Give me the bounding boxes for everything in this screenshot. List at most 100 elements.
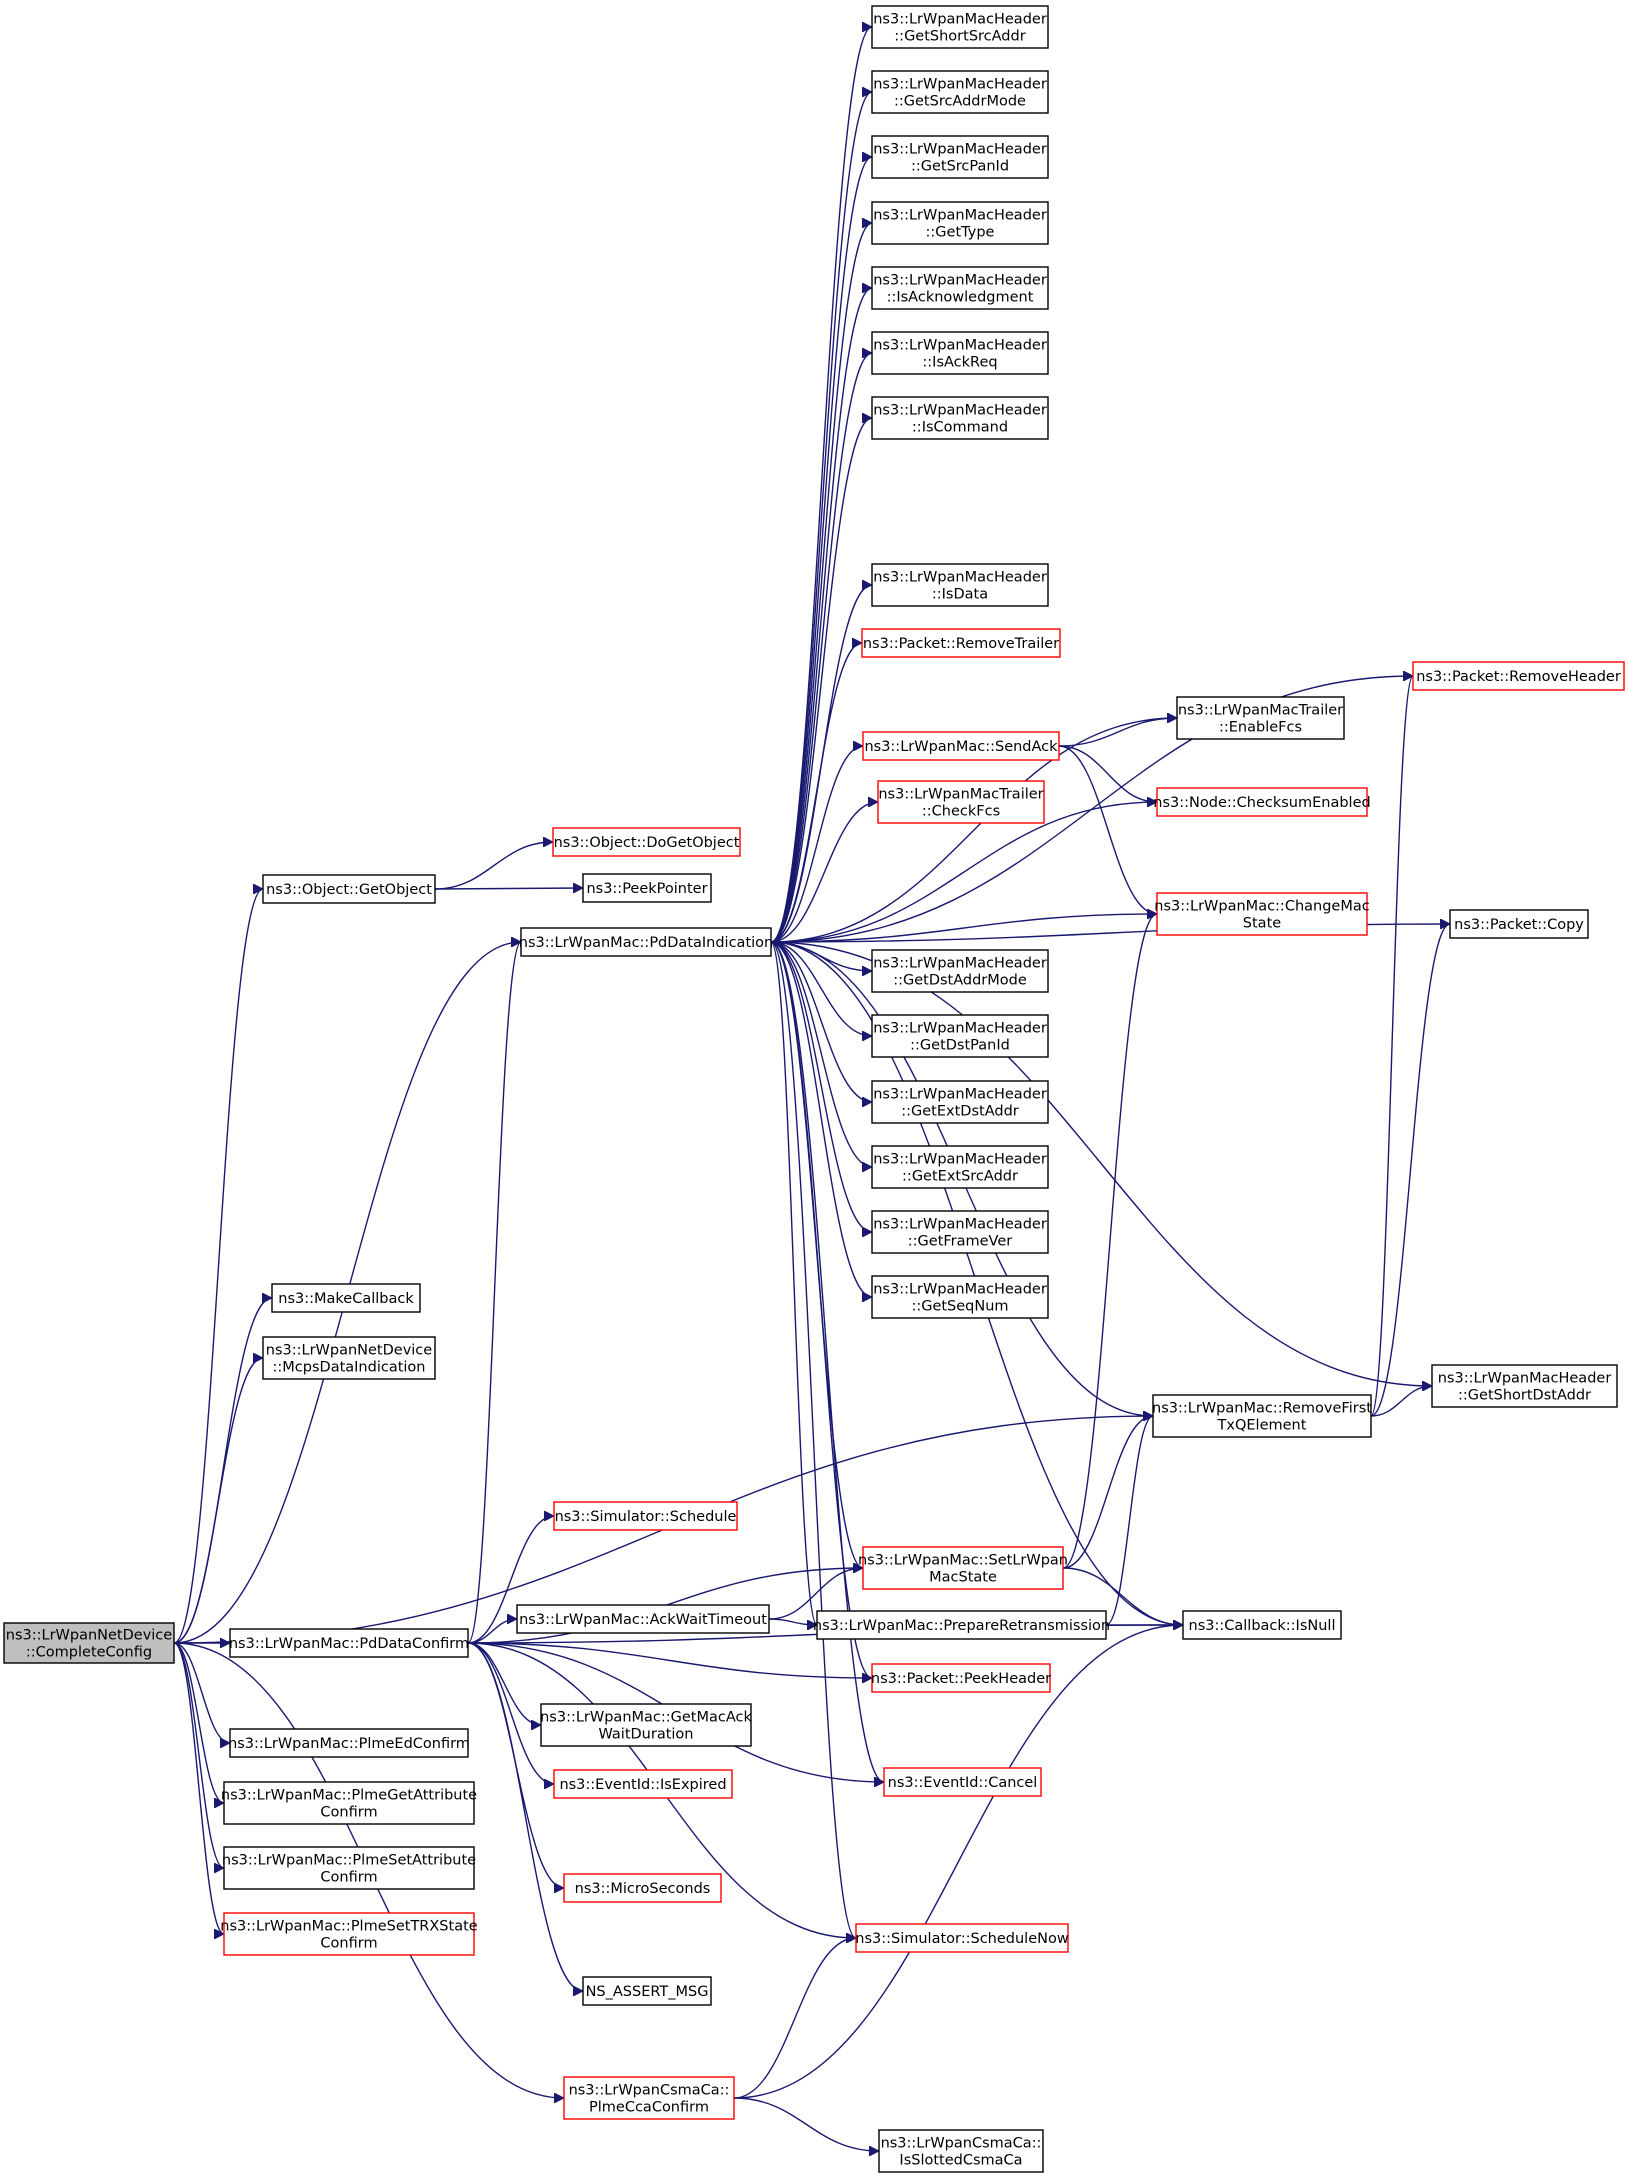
node-label-getdstpanid-line-1: ::GetDstPanId: [910, 1038, 1010, 1054]
edge-ackwait-to-setlrwpan: [768, 1568, 863, 1620]
node-iscommand[interactable]: ns3::LrWpanMacHeader::IsCommand: [871, 396, 1049, 440]
node-checkfcs[interactable]: ns3::LrWpanMacTrailer::CheckFcs: [877, 780, 1045, 824]
node-enablefcs[interactable]: ns3::LrWpanMacTrailer::EnableFcs: [1176, 696, 1345, 740]
node-isackreq[interactable]: ns3::LrWpanMacHeader::IsAckReq: [871, 331, 1049, 375]
node-checksum[interactable]: ns3::Node::ChecksumEnabled: [1153, 787, 1371, 817]
node-ackwait[interactable]: ns3::LrWpanMac::AckWaitTimeout: [516, 1604, 770, 1634]
node-isnull[interactable]: ns3::Callback::IsNull: [1182, 1610, 1342, 1640]
node-plmeed[interactable]: ns3::LrWpanMac::PlmeEdConfirm: [228, 1728, 470, 1758]
node-box-getdstpanid: [871, 1014, 1049, 1058]
node-label-getsrcaddrmode-line-1: ::GetSrcAddrMode: [894, 94, 1026, 110]
node-label-getobject-line-0: ns3::Object::GetObject: [266, 882, 432, 898]
node-label-plmeed-line-0: ns3::LrWpanMac::PlmeEdConfirm: [228, 1736, 470, 1752]
node-box-checksum: [1156, 787, 1368, 817]
node-plmecca[interactable]: ns3::LrWpanCsmaCa::PlmeCcaConfirm: [563, 2076, 735, 2120]
edge-plmecca-to-isslotted: [733, 2097, 879, 2151]
node-peekpointer[interactable]: ns3::PeekPointer: [582, 873, 712, 903]
node-label-setlrwpan-line-0: ns3::LrWpanMac::SetLrWpan: [858, 1553, 1068, 1569]
node-getextsrc[interactable]: ns3::LrWpanMacHeader::GetExtSrcAddr: [871, 1145, 1049, 1189]
node-mcpsdataind[interactable]: ns3::LrWpanNetDevice::McpsDataIndication: [262, 1336, 436, 1380]
node-box-microseconds: [563, 1873, 722, 1903]
node-box-prepareretx: [816, 1610, 1107, 1640]
node-getsrcpanid[interactable]: ns3::LrWpanMacHeader::GetSrcPanId: [871, 135, 1049, 179]
node-schedule[interactable]: ns3::Simulator::Schedule: [553, 1501, 738, 1531]
node-gettype[interactable]: ns3::LrWpanMacHeader::GetType: [871, 201, 1049, 245]
node-box-getdstaddrmode: [871, 949, 1049, 993]
node-isexpired[interactable]: ns3::EventId::IsExpired: [553, 1769, 733, 1799]
node-getseqnum[interactable]: ns3::LrWpanMacHeader::GetSeqNum: [871, 1275, 1049, 1319]
node-label-root-line-0: ns3::LrWpanNetDevice: [6, 1628, 173, 1644]
node-box-dogetobject: [552, 827, 741, 857]
node-microseconds[interactable]: ns3::MicroSeconds: [563, 1873, 722, 1903]
node-box-gettype: [871, 201, 1049, 245]
node-label-isnull-line-0: ns3::Callback::IsNull: [1189, 1618, 1336, 1634]
node-getsrcaddrmode[interactable]: ns3::LrWpanMacHeader::GetSrcAddrMode: [871, 70, 1049, 114]
node-getframever[interactable]: ns3::LrWpanMacHeader::GetFrameVer: [871, 1210, 1049, 1254]
node-label-getshortsrc-line-0: ns3::LrWpanMacHeader: [873, 12, 1047, 28]
edge-root-to-mcpsdataind: [173, 1358, 264, 1644]
node-label-plmegetattr-line-0: ns3::LrWpanMac::PlmeGetAttribute: [221, 1788, 477, 1804]
node-box-plmesetattr: [223, 1846, 475, 1890]
node-packetcopy[interactable]: ns3::Packet::Copy: [1449, 909, 1589, 939]
edge-pddataind-to-prepareretx: [770, 941, 818, 1625]
node-makecallback[interactable]: ns3::MakeCallback: [271, 1283, 421, 1313]
node-label-isexpired-line-0: ns3::EventId::IsExpired: [559, 1777, 726, 1793]
node-label-prepareretx-line-0: ns3::LrWpanMac::PrepareRetransmission: [813, 1618, 1110, 1634]
node-label-ackwait-line-0: ns3::LrWpanMac::AckWaitTimeout: [519, 1612, 767, 1628]
edge-setlrwpan-to-removefirst: [1062, 1416, 1154, 1569]
node-label-getdstpanid-line-0: ns3::LrWpanMacHeader: [873, 1021, 1047, 1037]
node-label-peekheader-line-0: ns3::Packet::PeekHeader: [871, 1671, 1051, 1687]
node-label-getmacack-line-0: ns3::LrWpanMac::GetMacAck: [540, 1710, 752, 1726]
node-isack[interactable]: ns3::LrWpanMacHeader::IsAcknowledgment: [871, 266, 1049, 310]
node-root[interactable]: ns3::LrWpanNetDevice::CompleteConfig: [3, 1622, 175, 1664]
node-label-dogetobject-line-0: ns3::Object::DoGetObject: [554, 835, 740, 851]
node-box-getextdst: [871, 1080, 1049, 1124]
node-getdstaddrmode[interactable]: ns3::LrWpanMacHeader::GetDstAddrMode: [871, 949, 1049, 993]
node-label-removefirst-line-1: TxQElement: [1217, 1418, 1307, 1434]
edge-root-to-plmeed: [173, 1642, 231, 1743]
node-label-checkfcs-line-0: ns3::LrWpanMacTrailer: [878, 787, 1043, 803]
node-schedulenow[interactable]: ns3::Simulator::ScheduleNow: [855, 1923, 1069, 1953]
node-getobject[interactable]: ns3::Object::GetObject: [262, 874, 436, 904]
node-box-checkfcs: [877, 780, 1045, 824]
edge-setlrwpan-to-changemac: [1062, 914, 1158, 1569]
node-nsassert[interactable]: NS_ASSERT_MSG: [582, 1976, 712, 2006]
node-isslotted[interactable]: ns3::LrWpanCsmaCa::IsSlottedCsmaCa: [878, 2129, 1044, 2173]
node-getshortdst[interactable]: ns3::LrWpanMacHeader::GetShortDstAddr: [1431, 1364, 1618, 1408]
node-box-getsrcpanid: [871, 135, 1049, 179]
node-label-removeheader-line-0: ns3::Packet::RemoveHeader: [1416, 669, 1621, 685]
edge-root-to-plmesetattr: [173, 1642, 225, 1868]
node-box-getextsrc: [871, 1145, 1049, 1189]
node-sendack[interactable]: ns3::LrWpanMac::SendAck: [862, 731, 1060, 761]
node-pddataind[interactable]: ns3::LrWpanMac::PdDataIndication: [519, 927, 773, 957]
node-box-getshortdst: [1431, 1364, 1618, 1408]
node-removeheader[interactable]: ns3::Packet::RemoveHeader: [1412, 661, 1625, 691]
node-getshortsrc[interactable]: ns3::LrWpanMacHeader::GetShortSrcAddr: [871, 5, 1049, 49]
node-isdata[interactable]: ns3::LrWpanMacHeader::IsData: [871, 563, 1049, 607]
edge-sendack-to-enablefcs: [1058, 718, 1177, 747]
edge-pddataind-to-cancel: [770, 941, 885, 1782]
node-cancel[interactable]: ns3::EventId::Cancel: [883, 1767, 1042, 1797]
node-removetrailer[interactable]: ns3::Packet::RemoveTrailer: [861, 628, 1061, 658]
node-peekheader[interactable]: ns3::Packet::PeekHeader: [871, 1663, 1051, 1693]
node-box-removefirst: [1152, 1394, 1372, 1438]
node-getdstpanid[interactable]: ns3::LrWpanMacHeader::GetDstPanId: [871, 1014, 1049, 1058]
node-prepareretx[interactable]: ns3::LrWpanMac::PrepareRetransmission: [813, 1610, 1110, 1640]
edge-pddataind-to-enablefcs: [770, 718, 1177, 943]
node-pddataconfirm[interactable]: ns3::LrWpanMac::PdDataConfirm: [229, 1628, 469, 1658]
node-getextdst[interactable]: ns3::LrWpanMacHeader::GetExtDstAddr: [871, 1080, 1049, 1124]
node-label-plmesettrx-line-1: Confirm: [320, 1936, 377, 1952]
edge-pddataind-to-iscommand: [770, 418, 873, 943]
node-dogetobject[interactable]: ns3::Object::DoGetObject: [552, 827, 741, 857]
node-box-ackwait: [516, 1604, 770, 1634]
node-box-schedulenow: [855, 1923, 1069, 1953]
node-label-schedulenow-line-0: ns3::Simulator::ScheduleNow: [855, 1931, 1069, 1947]
